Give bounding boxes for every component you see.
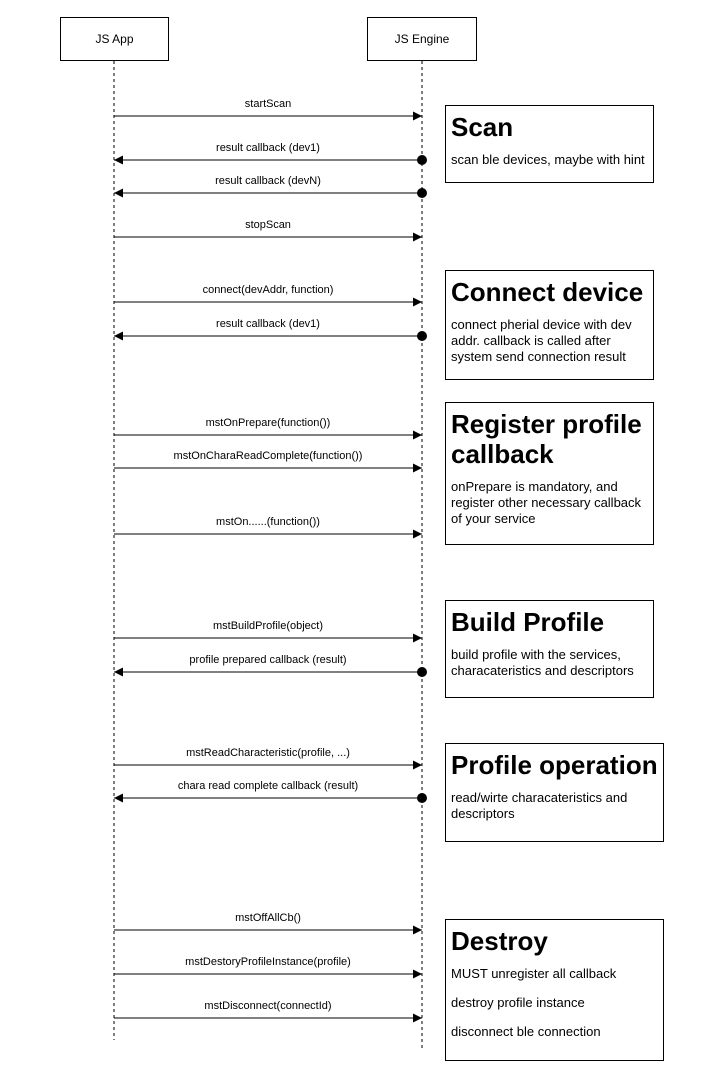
message-label: mstDisconnect(connectId)	[204, 1000, 332, 1012]
participant-js-app: JS App	[60, 17, 169, 61]
message-label: stopScan	[245, 219, 291, 231]
note-text: read/wirte characateristics and descript…	[451, 790, 628, 821]
note-title: Build Profile	[451, 607, 605, 637]
message-label: profile prepared callback (result)	[189, 654, 347, 666]
note-text: scan ble devices, maybe with hint	[451, 152, 645, 167]
note-text: connect pherial device with dev addr. ca…	[451, 317, 632, 364]
note-build-profile: Build Profile build profile with the ser…	[445, 600, 654, 698]
note-title: Connect device	[451, 277, 644, 307]
note-title: Profile operation	[451, 750, 658, 780]
note-text: disconnect ble connection	[451, 1024, 601, 1039]
message-label: chara read complete callback (result)	[177, 780, 359, 792]
participant-label: JS App	[95, 32, 134, 46]
message-label: mstOffAllCb()	[235, 912, 301, 924]
message-label: mstDestoryProfileInstance(profile)	[185, 956, 351, 968]
note-register-profile-callback: Register profile callback onPrepare is m…	[445, 402, 654, 545]
note-destroy: Destroy MUST unregister all callback des…	[445, 919, 664, 1061]
message-label: mstOn......(function())	[216, 516, 320, 528]
note-title: Scan	[451, 112, 514, 142]
message-label: startScan	[244, 98, 292, 110]
participant-label: JS Engine	[394, 32, 450, 46]
message-label: result callback (dev1)	[216, 318, 320, 330]
note-title: Destroy	[451, 926, 548, 956]
message-label: mstOnPrepare(function())	[205, 417, 331, 429]
message-label: mstBuildProfile(object)	[212, 620, 324, 632]
note-text: MUST unregister all callback	[451, 966, 617, 981]
note-text: destroy profile instance	[451, 995, 585, 1010]
participant-js-engine: JS Engine	[367, 17, 477, 61]
message-label: mstOnCharaReadComplete(function())	[173, 450, 363, 462]
note-scan: Scan scan ble devices, maybe with hint	[445, 105, 654, 183]
message-label: connect(devAddr, function)	[202, 284, 334, 296]
note-title: Register profile callback	[451, 409, 642, 469]
note-text: onPrepare is mandatory, and register oth…	[451, 479, 642, 526]
message-label: mstReadCharacteristic(profile, ...)	[186, 747, 350, 759]
message-label: result callback (devN)	[215, 175, 321, 187]
note-profile-operation: Profile operation read/wirte characateri…	[445, 743, 664, 842]
note-connect-device: Connect device connect pherial device wi…	[445, 270, 654, 380]
note-text: build profile with the services, characa…	[451, 647, 634, 678]
message-label: result callback (dev1)	[216, 142, 320, 154]
message-arrows	[114, 111, 427, 1023]
